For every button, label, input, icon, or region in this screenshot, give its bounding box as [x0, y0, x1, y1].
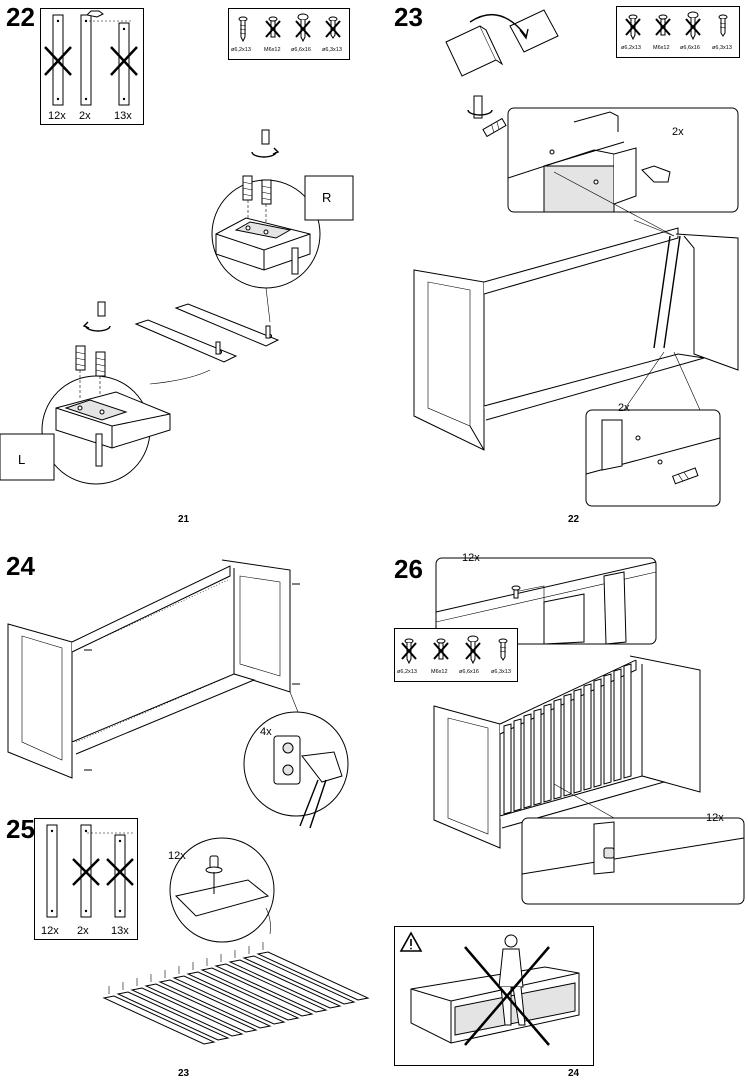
slat	[563, 693, 572, 797]
hw-label-1: ø6,2x13	[231, 47, 251, 53]
step-24-illustration	[7, 559, 349, 829]
hw-label-2: M6x12	[264, 47, 281, 53]
hw-label-1: ø6,2x13	[397, 669, 417, 675]
flip-frame-icon	[445, 9, 559, 77]
hw-label-3: ø6,6x16	[680, 45, 700, 51]
step-24-number: 24	[6, 551, 35, 581]
hw-label-1: ø6,2x13	[621, 45, 641, 51]
screw-set-icon	[238, 13, 341, 43]
page-number-23: 23	[178, 1068, 190, 1079]
slat	[228, 950, 342, 1009]
hardware-box-23: ø6,2x13 M6x12 ø6,6x16 ø6,3x13	[616, 6, 740, 58]
hw-label-2: M6x12	[431, 669, 448, 675]
slat	[130, 978, 244, 1037]
screw-set-icon	[625, 11, 728, 41]
slat	[242, 946, 356, 1005]
slat	[573, 688, 582, 794]
slat	[623, 663, 632, 779]
slat	[102, 986, 216, 1045]
slat-qty-2: 2x	[79, 110, 91, 122]
warning-triangle-icon	[399, 931, 423, 952]
slat	[172, 966, 286, 1025]
slat	[613, 668, 622, 782]
qty-label-12x-pin: 12x	[168, 850, 186, 862]
hw-label-2: M6x12	[653, 45, 670, 51]
slat	[144, 974, 258, 1033]
slat	[543, 703, 552, 803]
slats-row-illustration	[102, 942, 370, 1045]
slat	[256, 942, 370, 1001]
callout-label-l: L	[18, 452, 26, 467]
hw-label-3: ø6,6x16	[291, 47, 311, 53]
slat	[186, 962, 300, 1021]
slat-selection-box-25: 12x 2x 13x	[34, 818, 138, 940]
page-number-22: 22	[568, 514, 580, 525]
hw-label-4: ø6,3x13	[322, 47, 342, 53]
slat	[593, 678, 602, 788]
hardware-box-22: ø6,2x13 M6x12 ø6,6x16 ø6,3x13	[228, 8, 350, 60]
slat-selection-illustration	[44, 10, 138, 106]
qty-label-2x-top: 2x	[672, 126, 684, 138]
step-25-number: 25	[6, 814, 35, 844]
slat	[553, 698, 562, 800]
hw-label-3: ø6,6x16	[459, 669, 479, 675]
slat	[116, 982, 230, 1041]
step-23-number: 23	[394, 2, 423, 32]
slat-qty-2: 2x	[77, 925, 89, 937]
qty-label-4x: 4x	[260, 726, 272, 738]
screw-set-icon	[401, 635, 508, 665]
slat	[513, 718, 522, 812]
step-22-illustration	[0, 129, 354, 485]
step-22-number: 22	[6, 2, 35, 32]
slat-selection-box-22: 12x 2x 13x	[40, 8, 144, 125]
qty-label-2x-bottom: 2x	[618, 402, 630, 414]
slat-qty-3: 13x	[111, 925, 129, 937]
warning-box	[394, 926, 594, 1066]
page-number-24: 24	[568, 1068, 580, 1079]
step-23-illustration	[413, 95, 739, 507]
step-26-illustration	[433, 557, 745, 905]
slat	[583, 683, 592, 791]
slat-qty-3: 13x	[114, 110, 132, 122]
step-25-illustration	[169, 837, 275, 943]
hw-label-4: ø6,3x13	[491, 669, 511, 675]
slat	[533, 708, 542, 806]
slat-qty-1: 12x	[41, 925, 59, 937]
hw-label-4: ø6,3x13	[712, 45, 732, 51]
slat	[603, 673, 612, 785]
slat	[503, 723, 512, 815]
hardware-box-26: ø6,2x13 M6x12 ø6,6x16 ø6,3x13	[394, 628, 518, 682]
page-number-21: 21	[178, 514, 190, 525]
slat	[200, 958, 314, 1017]
slat	[523, 713, 532, 809]
slat	[214, 954, 328, 1013]
callout-label-r: R	[322, 190, 332, 205]
slat	[158, 970, 272, 1029]
qty-label-12x-bottom: 12x	[706, 812, 724, 824]
step-26-number: 26	[394, 554, 423, 584]
warning-illustration	[399, 931, 580, 1046]
slat-selection-illustration	[46, 824, 134, 918]
slat-qty-1: 12x	[48, 110, 66, 122]
qty-label-12x-top: 12x	[462, 552, 480, 564]
